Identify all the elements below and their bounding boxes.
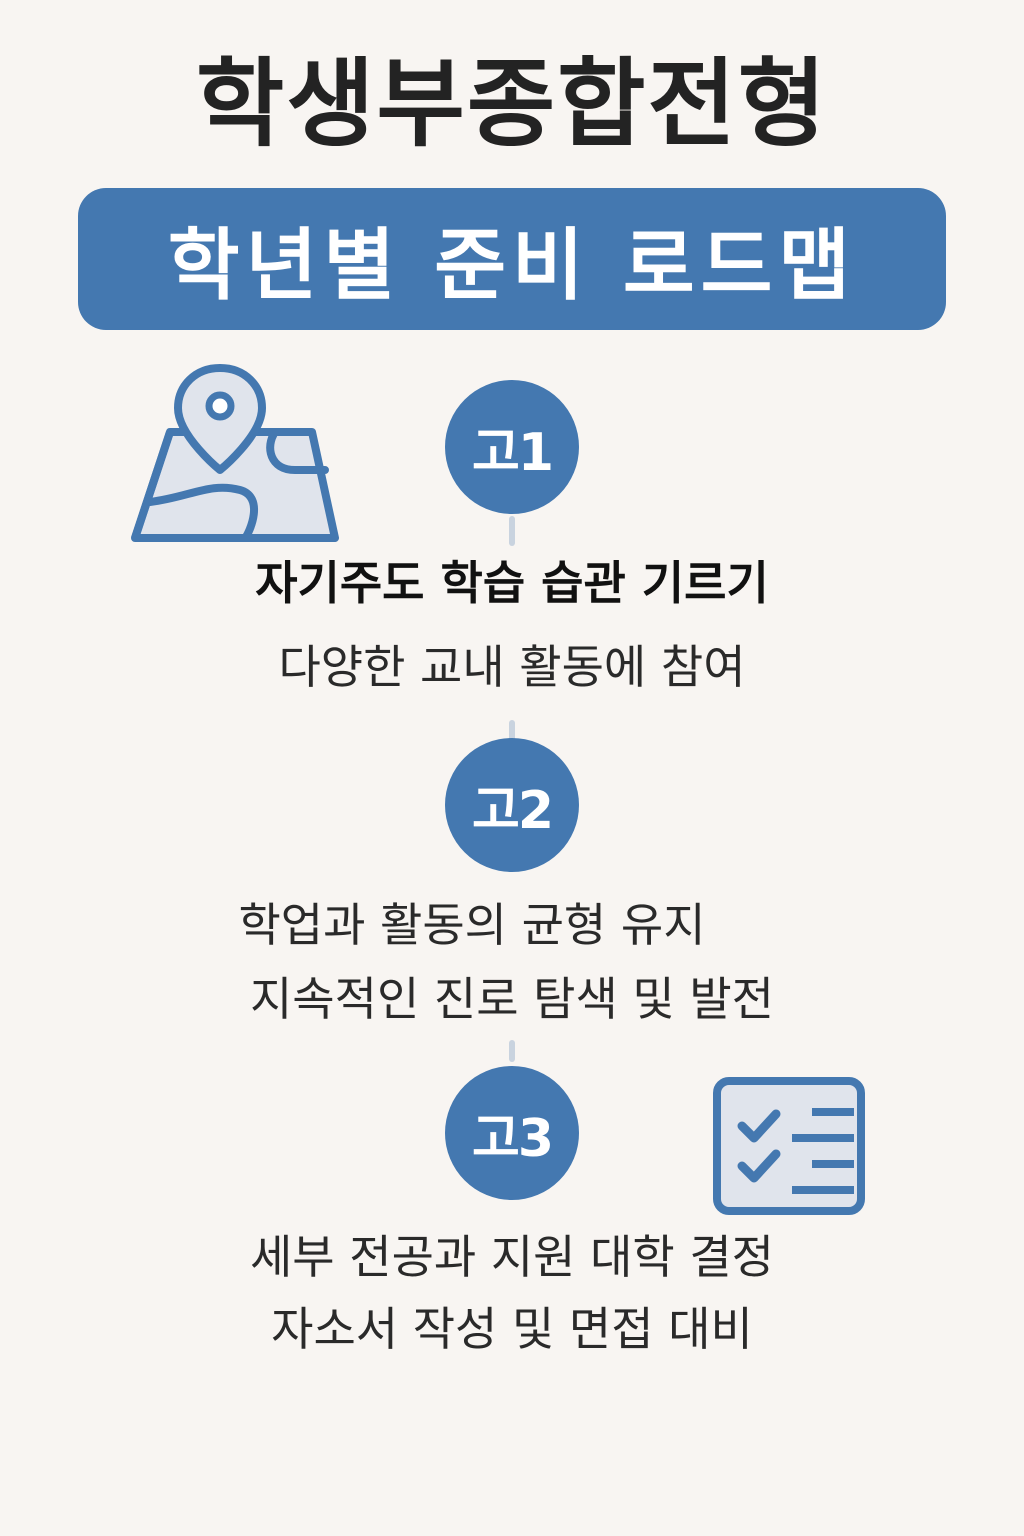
connector-line (509, 1040, 515, 1062)
step-badge-1: 고1 (445, 380, 579, 514)
step-badge-3: 고3 (445, 1066, 579, 1200)
subtitle-text: 학년별 준비 로드맵 (167, 221, 857, 311)
step-badge-2: 고2 (445, 738, 579, 872)
connector-line (509, 720, 515, 742)
checklist-icon (713, 1077, 865, 1215)
step-3-line-2: 자소서 작성 및 면접 대비 (271, 1302, 753, 1356)
map-pin-icon (131, 364, 339, 542)
connector-line (509, 516, 515, 546)
step-1-line-2: 다양한 교내 활동에 참여 (278, 640, 746, 694)
step-1-line-1: 자기주도 학습 습관 기르기 (255, 556, 769, 610)
subtitle-banner: 학년별 준비 로드맵 (78, 188, 946, 330)
step-2-line-1: 학업과 활동의 균형 유지 (238, 898, 706, 952)
page-title: 학생부종합전형 (195, 48, 829, 160)
step-3-line-1: 세부 전공과 지원 대학 결정 (249, 1230, 774, 1284)
step-2-line-2: 지속적인 진로 탐색 및 발전 (249, 972, 774, 1026)
